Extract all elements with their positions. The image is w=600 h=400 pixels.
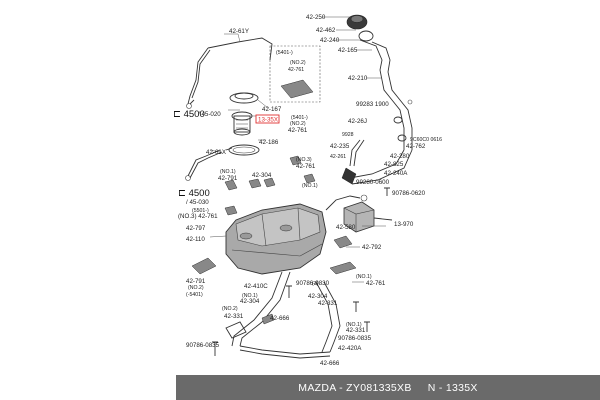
label-45-030: / 45-030 <box>186 199 209 206</box>
right-pads <box>329 235 357 275</box>
part-number-footer: MAZDA - ZY081335XB N - 1335X <box>176 375 600 400</box>
label-no2-c: (NO.2) <box>188 285 204 291</box>
label-42-167: 42-167 <box>262 106 282 113</box>
highlighted-part-label: 13-35X <box>258 117 278 124</box>
label-42-825: 42-825 <box>384 161 404 168</box>
label-42-61x: 42-61X <box>206 149 226 156</box>
label-no2-b: (NO.2) <box>290 121 306 127</box>
label-5401-c: (-5401) <box>186 292 203 298</box>
fuel-tank-42-110 <box>225 203 327 275</box>
label-no3-a: (NO.3) <box>296 157 312 163</box>
insulator-pads <box>224 155 316 216</box>
label-42-280: 42-280 <box>390 153 410 160</box>
fuel-line-42-61x <box>185 147 233 181</box>
reference-box-5401 <box>269 45 321 103</box>
label-90786-0830: 90786-0830 <box>296 280 330 287</box>
label-42-331-b: 42-331 <box>318 300 338 307</box>
label-99280-0600: 99280-0600 <box>356 179 390 186</box>
footer-text: MAZDA - ZY081335XB N - 1335X <box>298 381 478 394</box>
part-labels: 42-61Y 42-250 42-462 42-240 42-165 42-21… <box>173 14 442 367</box>
label-42-761-b: 42-761 <box>288 127 308 134</box>
tank-straps <box>225 271 341 359</box>
label-no2-d: (NO.2) <box>222 306 238 312</box>
filler-neck-assembly <box>341 14 413 185</box>
label-42-761-d: 42-761 <box>366 280 386 287</box>
label-5401-b: (5401-) <box>291 115 308 121</box>
label-42-762-a: 42-762 <box>406 143 426 150</box>
label-42-792: 42-792 <box>362 244 382 251</box>
label-42-410c: 42-410C <box>244 283 268 290</box>
label-42-304-b: 42-304 <box>240 298 260 305</box>
label-no1-c: (NO.1) <box>356 274 372 280</box>
label-no3-c: (3) <box>312 281 319 287</box>
label-4500-a: ⊏ 4500 <box>173 109 205 120</box>
vapor-lines <box>325 139 365 211</box>
label-42-250: 42-250 <box>306 14 326 21</box>
label-42-761-a: 42-761 <box>288 67 304 73</box>
label-no1-b: (NO.1) <box>302 183 318 189</box>
label-42-331-c: 42-331 <box>346 327 366 334</box>
label-42-420a: 42-420A <box>338 345 362 352</box>
label-99283-1900: 99283 1900 <box>356 101 389 108</box>
label-5501: (5501-) <box>192 208 209 214</box>
label-42-26j: 42-26J <box>348 118 367 125</box>
label-no1-d: (NO.1) <box>242 293 258 299</box>
label-42-261: 42-261 <box>330 154 346 160</box>
label-42-462: 42-462 <box>316 27 336 34</box>
label-90786-0835-b: 90786-0835 <box>338 335 372 342</box>
label-90786-0835-a: 90786-0835 <box>186 342 220 349</box>
label-42-761-c: 42-761 <box>296 163 316 170</box>
label-42-210: 42-210 <box>348 75 368 82</box>
tank-pad-42-791 <box>191 257 217 275</box>
label-42-331-a: 42-331 <box>224 313 244 320</box>
label-42-791-b: 42-791 <box>186 278 206 285</box>
leader-lines <box>209 16 386 283</box>
label-no1-e: (NO.1) <box>346 322 362 328</box>
label-no1-a: (NO.1) <box>220 169 236 175</box>
label-42-110: 42-110 <box>186 236 205 243</box>
label-no2-a: (NO.2) <box>290 60 306 66</box>
label-42-666-b: 42-666 <box>320 360 340 367</box>
label-5401-top: (5401-) <box>276 50 293 56</box>
label-90786-0620: 90786-0620 <box>392 190 426 197</box>
label-4500-b: ⊏ 4500 <box>178 188 210 199</box>
highlight-box <box>255 114 280 124</box>
label-no3-b: (NO.3) 42-761 <box>178 213 218 220</box>
label-9928: 9928 <box>342 132 354 138</box>
label-42-791-a: 42-791 <box>218 175 238 182</box>
label-42-165: 42-165 <box>338 47 358 54</box>
label-42-235: 42-235 <box>330 143 350 150</box>
label-13-970: 13-970 <box>394 221 414 228</box>
label-9c60c0-0616: 9C60C0 0616 <box>410 137 442 143</box>
fuel-pump-assembly <box>228 92 269 156</box>
label-42-240: 42-240 <box>320 37 340 44</box>
label-42-666-a: 42-666 <box>270 315 290 322</box>
label-42-304-a: 42-304 <box>252 172 272 179</box>
fuel-line-42-61y <box>186 37 273 109</box>
label-42-61y: 42-61Y <box>229 28 249 35</box>
label-42-304-c: 42-304 <box>308 293 328 300</box>
bolts <box>212 187 390 356</box>
label-42-580: 42-580 <box>336 224 356 231</box>
label-42-240a: 42-240A <box>384 170 408 177</box>
label-45-020: / 45-020 <box>198 111 221 118</box>
label-42-186: 42-186 <box>259 139 279 146</box>
label-42-797: 42-797 <box>186 225 206 232</box>
